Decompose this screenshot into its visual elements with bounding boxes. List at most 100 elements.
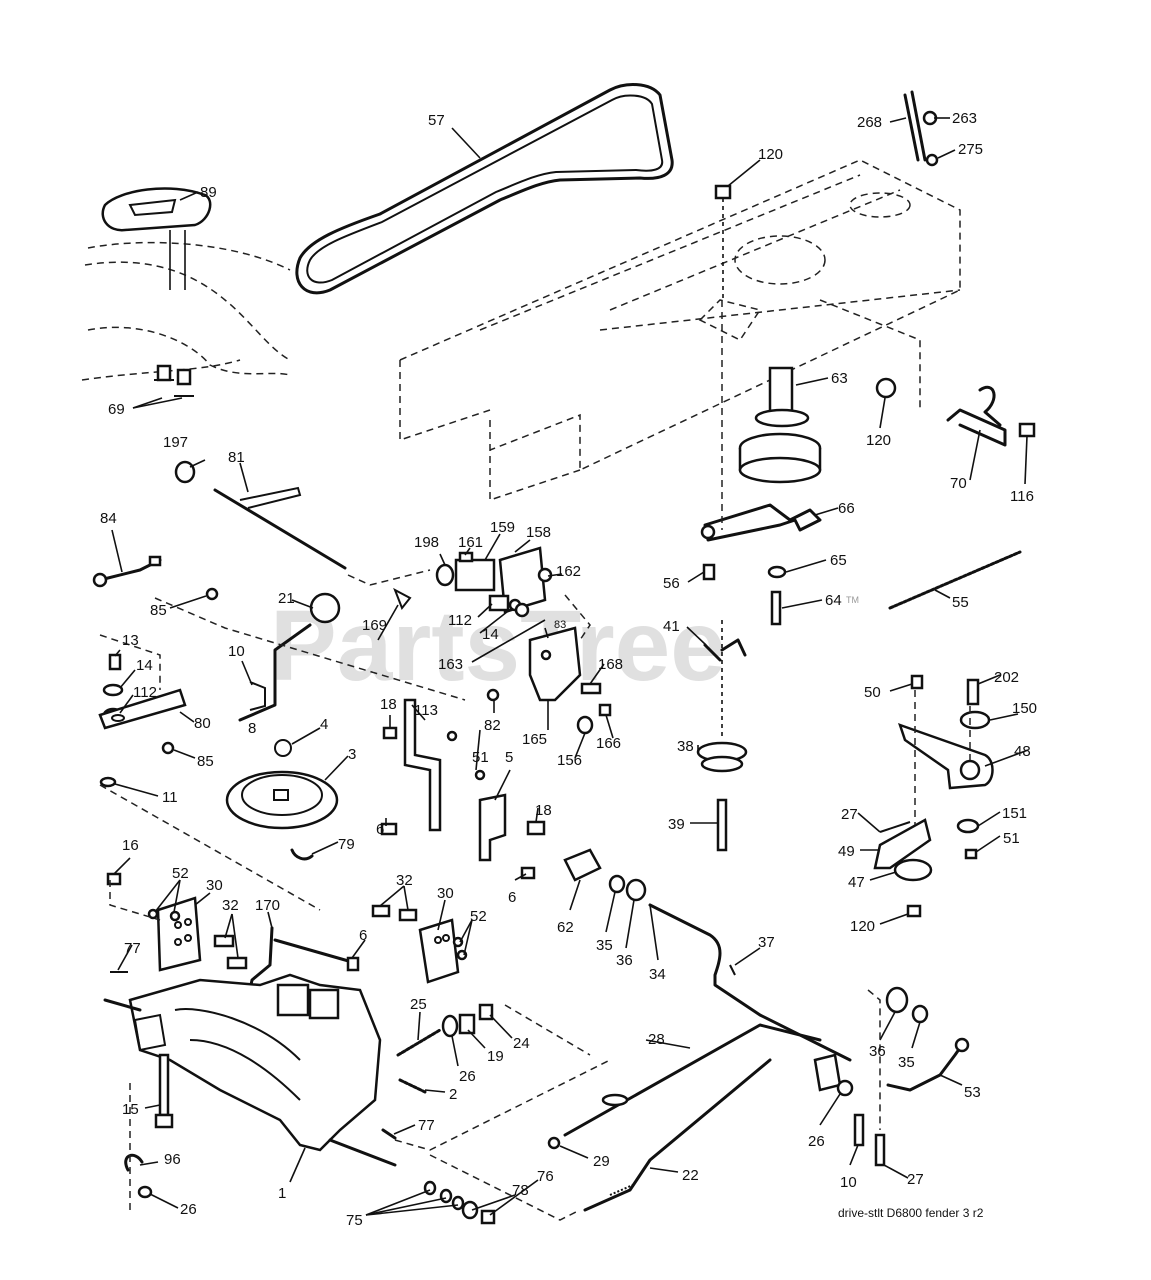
lift-handle-268 [903, 90, 939, 167]
bolt-18-top [382, 726, 398, 740]
callout-18-top: 18 [380, 696, 397, 713]
callout-36-left: 36 [616, 952, 633, 969]
lever-84 [92, 555, 162, 588]
bolt-116 [1018, 422, 1036, 438]
transaxle-1 [103, 973, 397, 1167]
callout-81: 81 [228, 449, 245, 466]
callout-64: 64 [825, 592, 842, 609]
fender-clip-89 [101, 187, 212, 232]
nut-85 [205, 587, 219, 601]
callout-3: 3 [348, 746, 356, 763]
callout-162: 162 [556, 563, 581, 580]
callout-28: 28 [648, 1031, 665, 1048]
callout-10-right: 10 [840, 1174, 857, 1191]
bracket-70 [946, 386, 1007, 447]
callout-116: 116 [1010, 488, 1034, 505]
callout-66: 66 [838, 500, 855, 517]
callout-151: 151 [1002, 805, 1027, 822]
callout-84: 84 [100, 510, 117, 527]
bracket-30-right [418, 918, 460, 984]
bolt-6-right [346, 956, 360, 972]
callout-35-left: 35 [596, 937, 613, 954]
shaft-pulley-63 [738, 366, 822, 484]
pulley-47 [893, 858, 933, 882]
callout-47: 47 [848, 874, 865, 891]
assembly-guides [99, 300, 971, 1221]
callout-63: 63 [831, 370, 848, 387]
drive-belt-57 [295, 83, 674, 295]
callout-268: 268 [857, 114, 882, 131]
callout-27-right: 27 [841, 806, 858, 823]
bracket-165 [528, 626, 582, 702]
nut-51-left [446, 730, 458, 742]
callout-51-right: 51 [1003, 830, 1020, 847]
bolt-64 [770, 590, 782, 626]
bolt-10 [853, 1113, 865, 1147]
leader-lines [111, 117, 1029, 1216]
bolt-168 [580, 682, 602, 695]
nut-120-bottom [906, 904, 922, 918]
callout-77-lower: 77 [418, 1117, 435, 1134]
watermark-tm: TM [846, 595, 859, 605]
callout-29: 29 [593, 1153, 610, 1170]
callout-163: 163 [438, 656, 463, 673]
lever-8 [238, 623, 312, 722]
callout-120-top: 120 [758, 146, 783, 163]
callout-6-right: 6 [359, 927, 367, 944]
callout-48: 48 [1014, 743, 1031, 760]
callout-53: 53 [964, 1084, 981, 1101]
callout-112-mid: 112 [448, 612, 472, 629]
bolt-169 [393, 587, 412, 610]
callout-80: 80 [194, 715, 211, 732]
callout-14-left: 14 [136, 657, 153, 674]
frame [399, 159, 961, 502]
callout-38: 38 [677, 738, 694, 755]
callout-35-right: 35 [898, 1054, 915, 1071]
callout-79: 79 [338, 836, 355, 853]
callout-41: 41 [663, 618, 680, 635]
bolt-15 [154, 1053, 174, 1129]
fender-outline [81, 230, 291, 381]
callout-51-left: 51 [472, 749, 489, 766]
spacer-19 [458, 1013, 476, 1035]
callout-82: 82 [484, 717, 501, 734]
callout-166: 166 [596, 735, 621, 752]
callout-18-mid: 18 [535, 802, 552, 819]
bolt-56 [702, 563, 716, 581]
bracket-80 [98, 688, 187, 730]
callout-275: 275 [958, 141, 983, 158]
callout-2: 2 [449, 1086, 457, 1103]
bolt-13 [108, 653, 122, 671]
callout-6-left: 6 [376, 821, 384, 838]
washer-36-left [625, 878, 647, 902]
bracket-assembly-159 [435, 546, 553, 618]
nut-120-right [875, 377, 897, 399]
callout-120-right: 120 [866, 432, 891, 449]
callout-169: 169 [362, 617, 387, 634]
callout-197: 197 [163, 434, 188, 451]
callout-8: 8 [248, 720, 256, 737]
bolt-6-mid [520, 866, 536, 880]
callout-158: 158 [526, 524, 551, 541]
washer-35-right [911, 1004, 929, 1024]
rod-22 [583, 1058, 772, 1212]
nut-120-top [714, 184, 732, 300]
callout-52-left: 52 [172, 865, 189, 882]
callout-34: 34 [649, 966, 666, 983]
callout-65: 65 [830, 552, 847, 569]
washer-151 [956, 818, 980, 834]
callout-113: 113 [414, 702, 438, 719]
callout-202: 202 [994, 669, 1019, 686]
callout-30-right: 30 [437, 885, 454, 902]
callout-1: 1 [278, 1185, 286, 1202]
callout-170: 170 [255, 897, 280, 914]
callout-4: 4 [320, 716, 328, 733]
washer-35-left [608, 874, 626, 894]
bolt-32-right [371, 904, 418, 922]
pin-77-lower [381, 1128, 397, 1140]
pin-41 [703, 638, 747, 662]
bolt-50 [910, 674, 924, 690]
callout-5: 5 [505, 749, 513, 766]
pulley-3 [225, 770, 339, 830]
bolt-6-left [380, 822, 398, 836]
